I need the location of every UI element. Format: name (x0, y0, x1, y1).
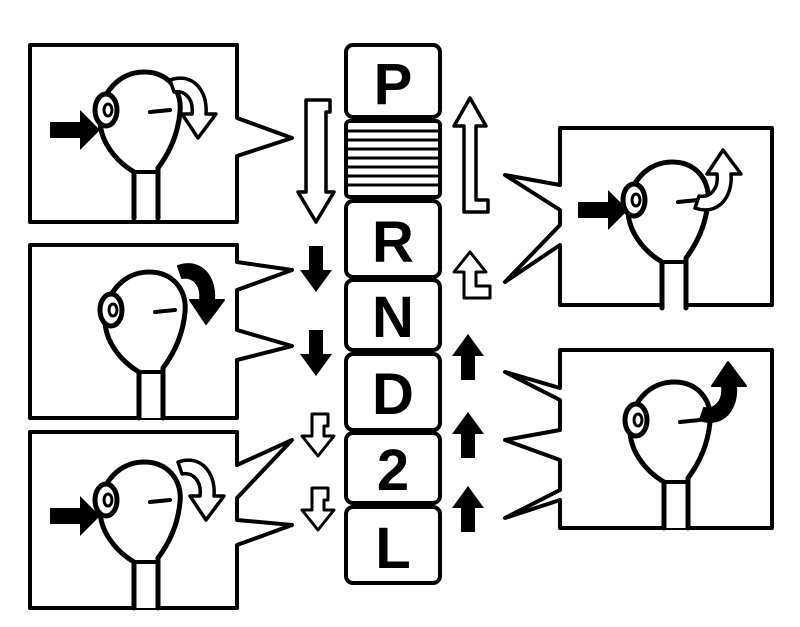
shift-gate-column: P R N D 2 L (344, 43, 442, 585)
gate-2: 2 (344, 431, 442, 505)
gate-lock-zone (344, 119, 442, 199)
gate-label-r: R (372, 210, 414, 275)
gate-label-n: N (372, 285, 414, 350)
panel-push-button-down-bottom-left (28, 430, 294, 608)
bent-arrow-down-d-to-2-icon (300, 412, 336, 458)
solid-arrow-down-r-to-n-icon (300, 246, 332, 292)
solid-arrow-up-2-to-d-icon (452, 412, 484, 458)
gate-label-p: P (374, 52, 413, 117)
solid-arrow-down-n-to-d-icon (300, 330, 332, 376)
long-arrow-p-to-r-outline-icon (296, 98, 336, 224)
solid-arrow-up-d-to-n-icon (452, 334, 484, 380)
panel-push-button-up-top-right (503, 126, 774, 308)
gate-l: L (344, 505, 442, 585)
long-arrow-r-to-p-outline-icon (452, 96, 490, 214)
gate-label-l: L (375, 516, 410, 581)
gate-d: D (344, 352, 442, 432)
gate-p: P (344, 43, 442, 119)
panel-push-button-down-top-left (28, 43, 294, 224)
panel-free-move-down-middle-left (28, 243, 294, 418)
gate-label-2: 2 (377, 438, 409, 503)
solid-arrow-up-l-to-2-icon (452, 486, 484, 532)
gate-r: R (344, 199, 442, 279)
bent-arrow-up-n-to-r-icon (452, 250, 492, 300)
panel-free-move-up-bottom-right (503, 348, 774, 528)
bent-arrow-down-2-to-l-icon (300, 486, 336, 532)
gate-label-d: D (372, 362, 414, 427)
gate-n: N (344, 278, 442, 352)
